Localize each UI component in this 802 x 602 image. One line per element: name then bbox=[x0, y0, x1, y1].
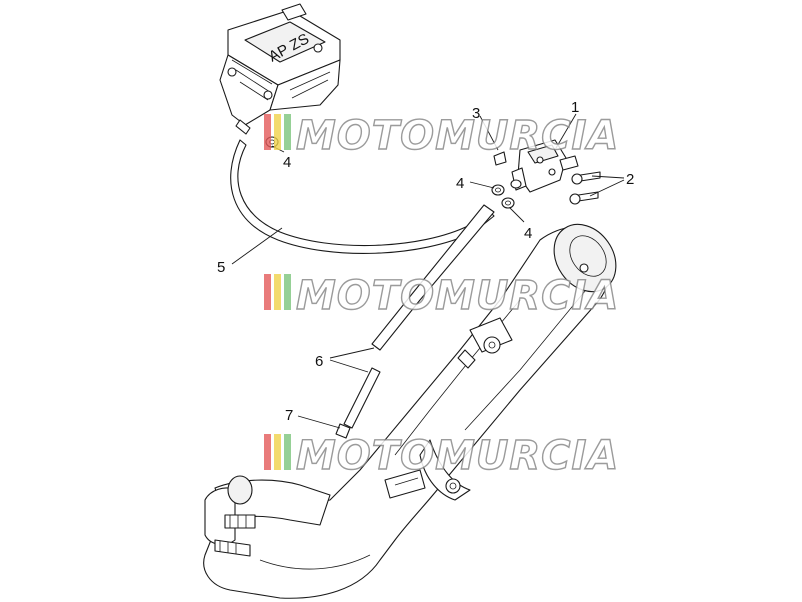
watermark-top: MOTOMURCIA bbox=[264, 112, 619, 160]
screws-2 bbox=[569, 171, 601, 205]
vent-hose-6 bbox=[343, 204, 495, 429]
watermark-stripe-red bbox=[264, 274, 271, 310]
watermark-stripe-green bbox=[284, 114, 291, 150]
callout-6: 6 bbox=[315, 353, 323, 370]
callout-3: 3 bbox=[472, 105, 480, 122]
watermark-stripe-red bbox=[264, 114, 271, 150]
watermark-stripe-yellow bbox=[274, 434, 281, 470]
watermark-stripe-red bbox=[264, 434, 271, 470]
watermark-logo-text: MOTOMURCIA bbox=[296, 113, 619, 159]
purge-valve-1 bbox=[493, 139, 579, 193]
watermark-logo-text: MOTOMURCIA bbox=[296, 273, 619, 319]
watermark-bottom: MOTOMURCIA bbox=[264, 432, 619, 480]
callout-5: 5 bbox=[217, 259, 225, 276]
callout-4-washer-lower: 4 bbox=[524, 225, 532, 242]
watermark-stripe-green bbox=[284, 434, 291, 470]
watermark-middle: MOTOMURCIA bbox=[264, 272, 619, 320]
exhaust-silencer bbox=[203, 223, 617, 599]
callout-4-canister: 4 bbox=[283, 154, 291, 171]
watermark-logo-text: MOTOMURCIA bbox=[296, 433, 619, 479]
callouts: 1 2 3 4 4 4 5 6 7 bbox=[217, 99, 634, 424]
watermark-stripe-green bbox=[284, 274, 291, 310]
callout-2: 2 bbox=[626, 171, 634, 188]
charcoal-canister: AP ZS bbox=[219, 3, 341, 135]
callout-7: 7 bbox=[285, 407, 293, 424]
watermark-stripe-yellow bbox=[274, 274, 281, 310]
callout-4-washer-upper: 4 bbox=[456, 175, 464, 192]
callout-1: 1 bbox=[571, 99, 579, 116]
watermark-stripe-yellow bbox=[274, 114, 281, 150]
